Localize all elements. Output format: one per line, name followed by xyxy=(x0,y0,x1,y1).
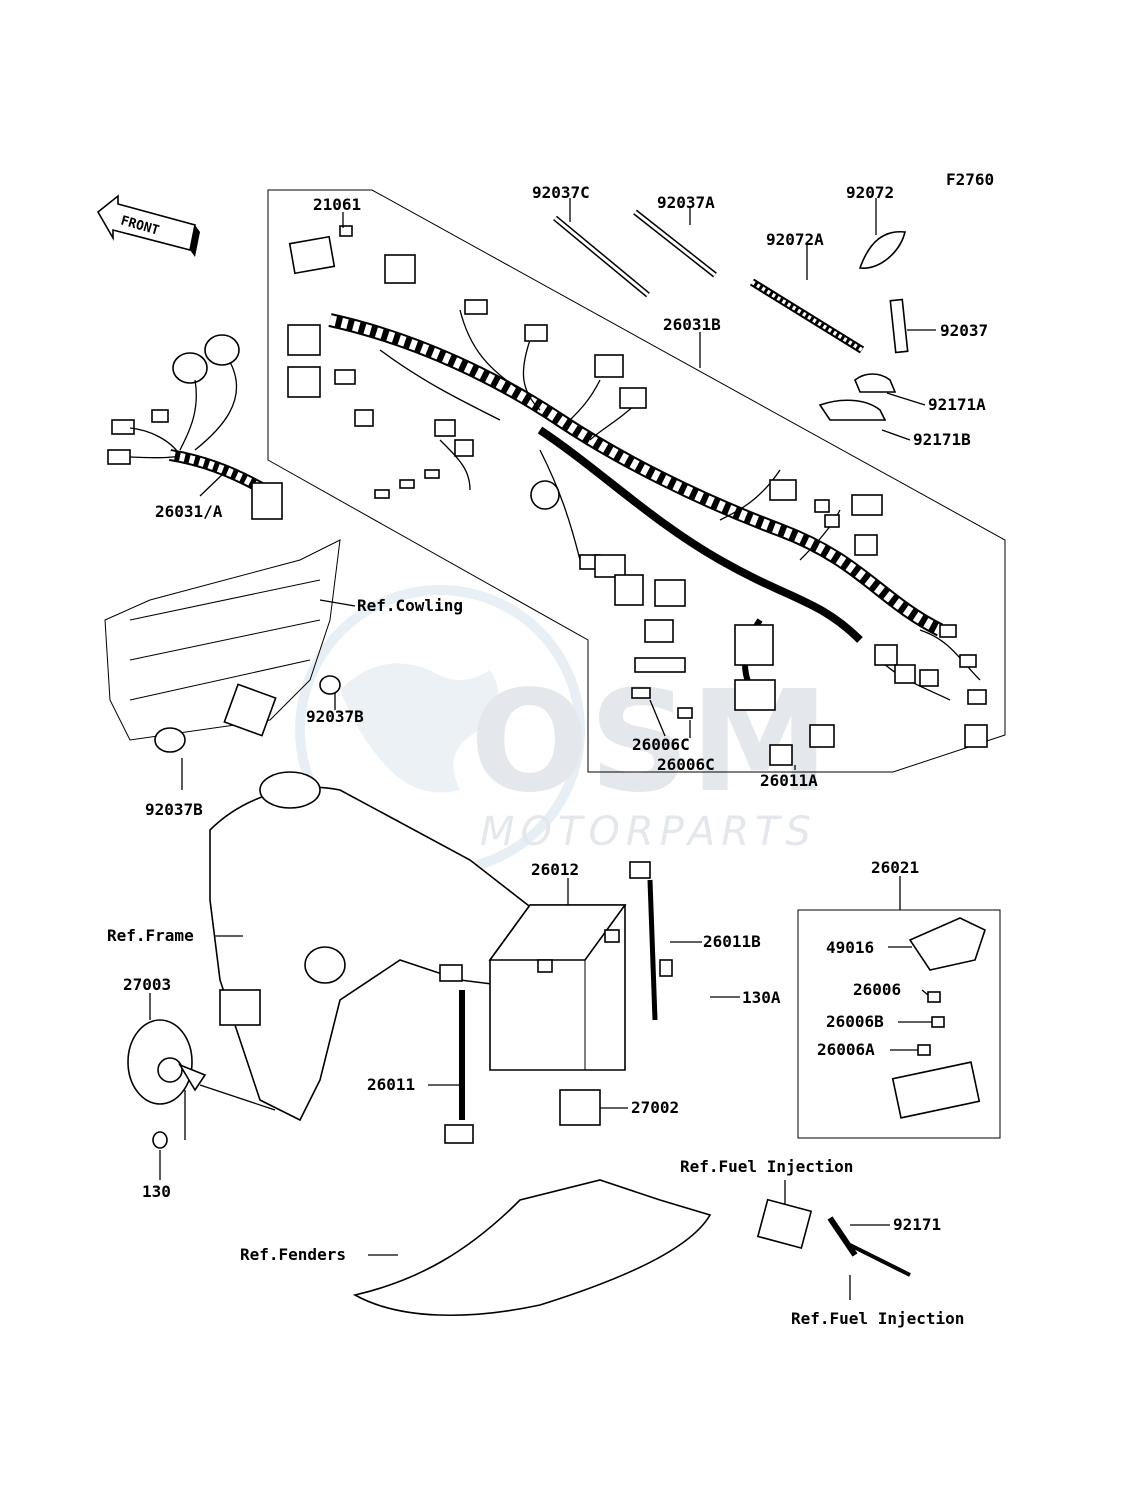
harness-group-outline xyxy=(267,189,1006,773)
label-26011a: 26011A xyxy=(760,771,818,790)
label-26006c-left: 26006C xyxy=(632,735,690,754)
front-arrow-icon: FRONT xyxy=(96,194,200,257)
label-92072: 92072 xyxy=(846,183,894,202)
label-92037a: 92037A xyxy=(657,193,715,212)
fuel-injection-relay xyxy=(756,1198,911,1277)
label-92171: 92171 xyxy=(893,1215,941,1234)
label-92037: 92037 xyxy=(940,321,988,340)
label-92171a: 92171A xyxy=(928,395,986,414)
fuse-box xyxy=(891,917,986,1119)
fuse-box-group-outline xyxy=(797,909,1001,1139)
label-92037b-lower: 92037B xyxy=(145,800,203,819)
label-26006c-right: 26006C xyxy=(657,755,715,774)
straps xyxy=(553,209,909,421)
battery-cables xyxy=(439,861,673,1144)
label-ref-fuel-injection-upper: Ref.Fuel Injection xyxy=(680,1157,853,1176)
battery xyxy=(488,904,627,1071)
label-27003: 27003 xyxy=(123,975,171,994)
main-wiring-harness xyxy=(287,225,988,766)
label-26011b: 26011B xyxy=(703,932,761,951)
label-92037b-upper: 92037B xyxy=(306,707,364,726)
watermark-sub: MOTORPARTS xyxy=(480,809,817,855)
label-92037c: 92037C xyxy=(532,183,590,202)
label-26006b: 26006B xyxy=(826,1012,884,1031)
figure-id: F2760 xyxy=(946,170,994,189)
label-26031b: 26031B xyxy=(663,315,721,334)
leader-lines xyxy=(149,198,936,1300)
label-92171b: 92171B xyxy=(913,430,971,449)
label-ref-fenders: Ref.Fenders xyxy=(240,1245,346,1264)
cowling-bracket xyxy=(104,539,341,753)
horn xyxy=(127,1019,276,1149)
watermark-continents xyxy=(340,663,498,793)
label-ref-cowling: Ref.Cowling xyxy=(357,596,463,615)
frame xyxy=(209,771,561,1122)
label-21061: 21061 xyxy=(313,195,361,214)
label-26021: 26021 xyxy=(871,858,919,877)
label-26011: 26011 xyxy=(367,1075,415,1094)
label-27002: 27002 xyxy=(631,1098,679,1117)
label-ref-fuel-injection-lower: Ref.Fuel Injection xyxy=(791,1309,964,1328)
rear-fender xyxy=(352,1179,712,1317)
label-26012: 26012 xyxy=(531,860,579,879)
label-130a: 130A xyxy=(742,988,781,1007)
label-130: 130 xyxy=(142,1182,171,1201)
label-26031a: 26031/A xyxy=(155,502,223,521)
label-26006: 26006 xyxy=(853,980,901,999)
front-sub-harness xyxy=(107,334,283,520)
label-49016: 49016 xyxy=(826,938,874,957)
relay xyxy=(559,1089,601,1126)
label-ref-frame: Ref.Frame xyxy=(107,926,194,945)
label-26006a: 26006A xyxy=(817,1040,875,1059)
label-92072a: 92072A xyxy=(766,230,824,249)
